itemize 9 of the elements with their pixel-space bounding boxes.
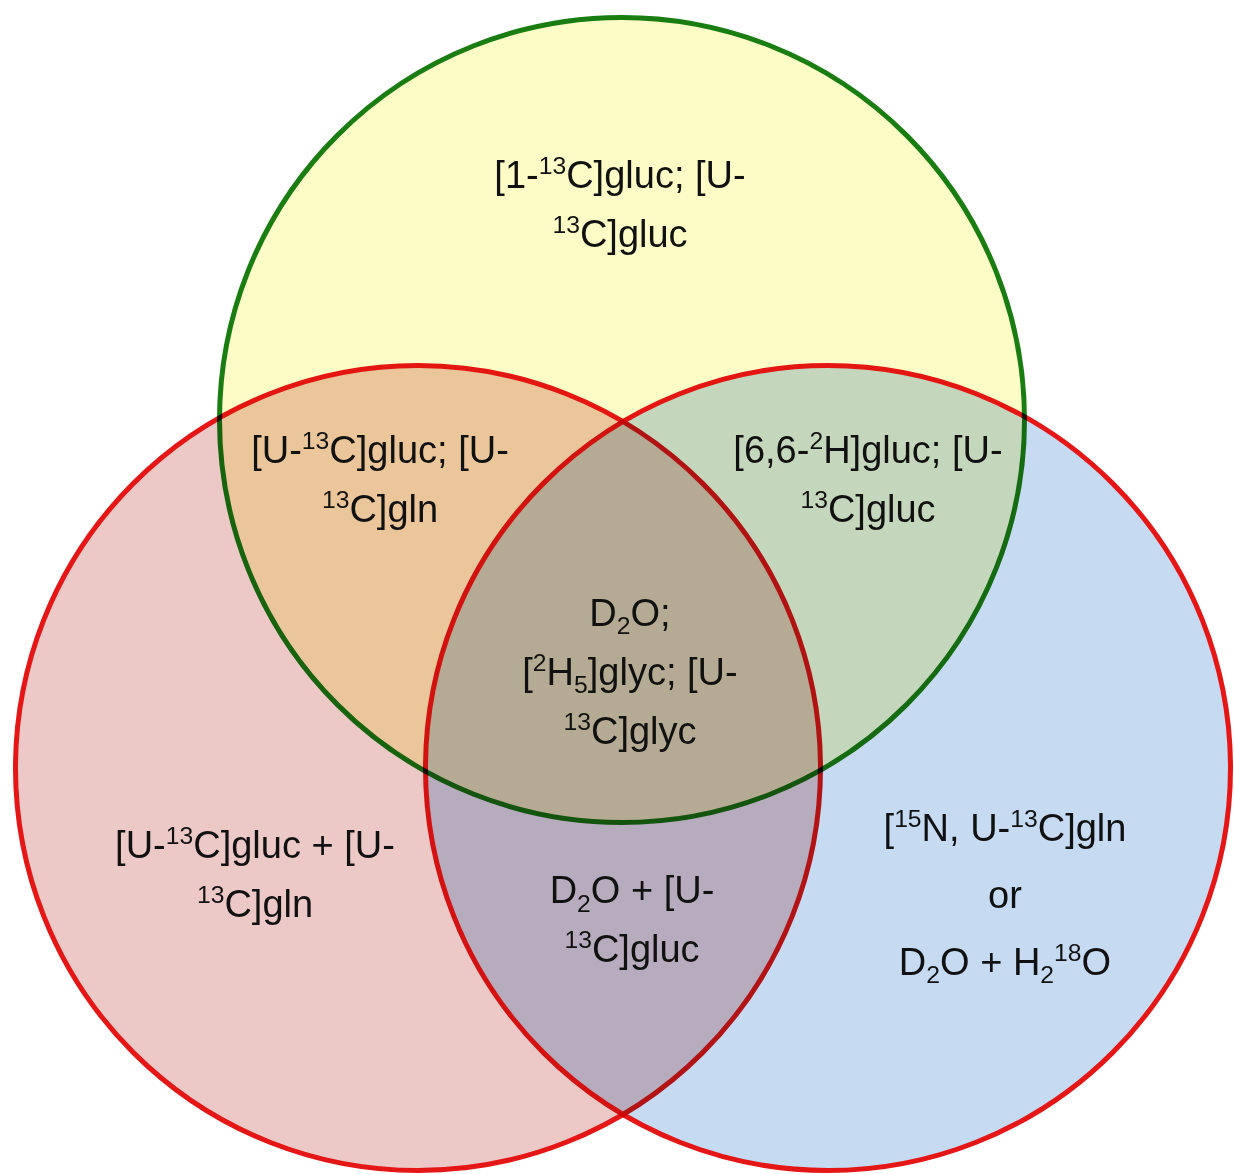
region-text: or bbox=[987, 872, 1023, 918]
overlap-text: D$_{2}$O; [$^{2}$H$_{5}$]glyc; [U-$^{13}$C]glyc bbox=[521, 590, 739, 754]
region-text: [U-$^{13}$C]gluc + [U-$^{13}$C]gln bbox=[115, 821, 395, 927]
overlap-text: [6,6-$^{2}$H]gluc; [U-$^{13}$C]gluc bbox=[732, 426, 1004, 532]
region-text: [$^{15}$N, U-$^{13}$C]gln bbox=[882, 804, 1128, 851]
overlap-text: D$_{2}$O + [U-$^{13}$C]gluc bbox=[548, 868, 716, 972]
region-text: D$_{2}$O + H$_{2}$$^{18}$O bbox=[897, 937, 1113, 991]
overlap-text: [U-$^{13}$C]gluc; [U-$^{13}$C]gln bbox=[250, 426, 510, 532]
region-text: [1-$^{13}$C]gluc; [U-$^{13}$C]gluc bbox=[493, 151, 747, 257]
